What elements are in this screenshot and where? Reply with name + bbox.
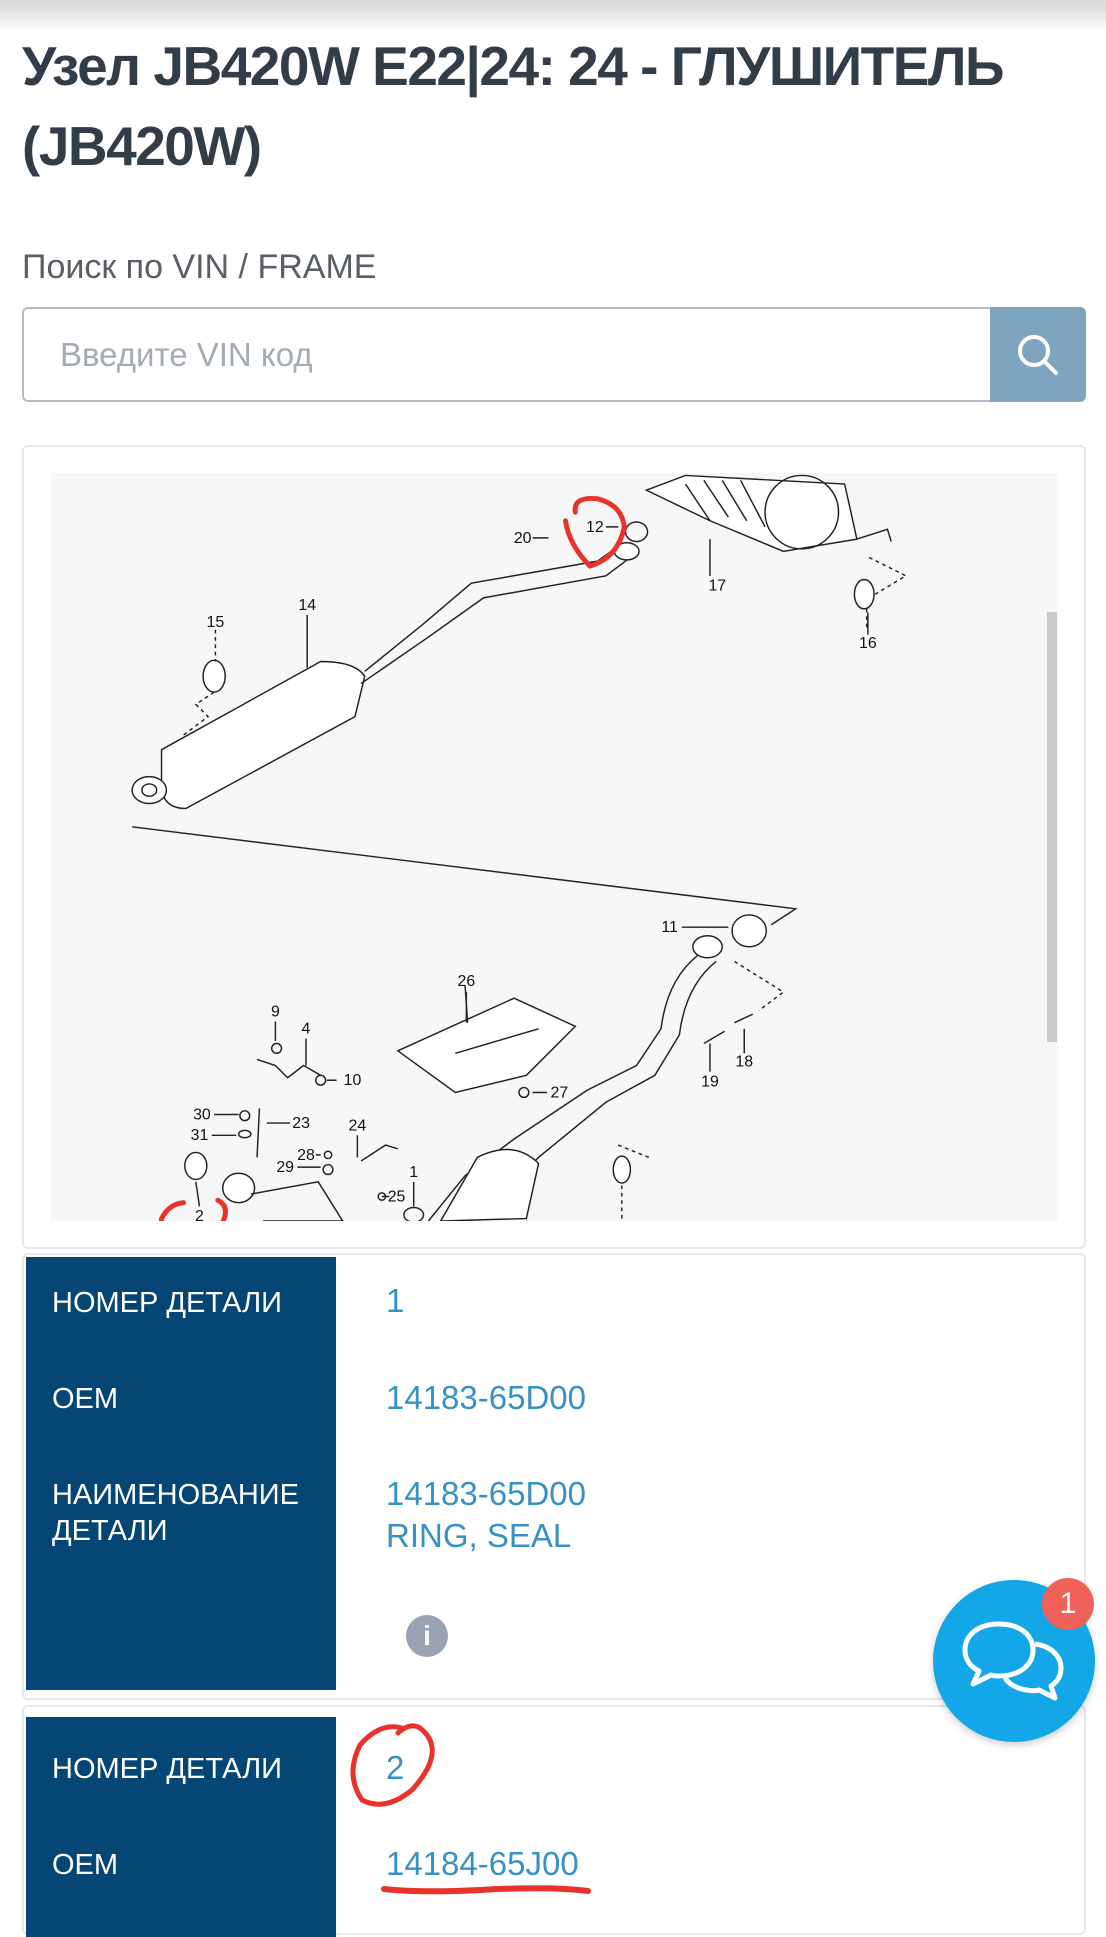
oem-label: OEM bbox=[52, 1849, 119, 1881]
part-card-2: НОМЕР ДЕТАЛИ 2 OEM 14184-65J00 bbox=[22, 1705, 1086, 1937]
oem-value[interactable]: 14183-65D00 bbox=[386, 1379, 586, 1416]
callout-25[interactable]: 25 bbox=[388, 1188, 406, 1205]
diagram-card bbox=[22, 445, 1086, 1249]
callout-27[interactable]: 27 bbox=[551, 1084, 569, 1101]
callout-15[interactable]: 15 bbox=[207, 614, 225, 631]
part-name-label: НАИМЕНОВАНИЕ ДЕТАЛИ bbox=[52, 1479, 299, 1547]
callout-10[interactable]: 10 bbox=[344, 1072, 362, 1089]
notification-badge: 1 bbox=[1042, 1578, 1094, 1630]
callout-19[interactable]: 19 bbox=[701, 1073, 719, 1090]
callout-23[interactable]: 23 bbox=[292, 1115, 310, 1132]
callout-31[interactable]: 31 bbox=[191, 1127, 209, 1144]
diagram-scrollbar[interactable] bbox=[1047, 612, 1057, 1042]
exhaust-diagram-drawing: 12 20 17 16 15 14 11 26 9 4 10 27 19 18 … bbox=[131, 474, 908, 1240]
label-column bbox=[26, 1717, 336, 1937]
callout-29[interactable]: 29 bbox=[276, 1159, 294, 1176]
callout-9[interactable]: 9 bbox=[271, 1004, 280, 1021]
callout-11[interactable]: 11 bbox=[661, 919, 678, 936]
vin-search-input[interactable] bbox=[22, 307, 990, 402]
info-icon[interactable]: i bbox=[406, 1615, 448, 1657]
callout-26[interactable]: 26 bbox=[458, 973, 476, 990]
page-title: Узел JB420W E22|24: 24 - ГЛУШИТЕЛЬ (JB42… bbox=[22, 35, 1005, 177]
search-label: Поиск по VIN / FRAME bbox=[22, 248, 377, 286]
part-card-1: НОМЕР ДЕТАЛИ 1 OEM 14183-65D00 НАИМЕНОВА… bbox=[22, 1253, 1086, 1700]
callout-30[interactable]: 30 bbox=[193, 1106, 211, 1123]
parts-diagram[interactable]: 12 20 17 16 15 14 11 26 9 4 10 27 19 18 … bbox=[51, 473, 1058, 1240]
top-shadow bbox=[0, 0, 1106, 34]
oem-label: OEM bbox=[52, 1383, 119, 1415]
callout-20[interactable]: 20 bbox=[514, 530, 532, 547]
part-number-value[interactable]: 1 bbox=[386, 1282, 405, 1319]
part-name-code[interactable]: 14183-65D00 bbox=[386, 1475, 586, 1512]
callout-12[interactable]: 12 bbox=[586, 519, 604, 536]
callout-1[interactable]: 1 bbox=[409, 1164, 418, 1181]
callout-14[interactable]: 14 bbox=[298, 597, 316, 614]
part-number-label: НОМЕР ДЕТАЛИ bbox=[52, 1753, 282, 1785]
callout-4[interactable]: 4 bbox=[302, 1021, 311, 1038]
oem-value[interactable]: 14184-65J00 bbox=[386, 1845, 579, 1882]
callout-28[interactable]: 28 bbox=[297, 1147, 315, 1164]
chat-bubbles-icon bbox=[962, 1621, 1064, 1701]
callout-16[interactable]: 16 bbox=[859, 635, 877, 652]
part-name-value: RING, SEAL bbox=[386, 1517, 572, 1554]
part-number-label: НОМЕР ДЕТАЛИ bbox=[52, 1287, 282, 1319]
callout-2[interactable]: 2 bbox=[195, 1208, 204, 1225]
search-icon bbox=[1018, 334, 1058, 375]
callout-18[interactable]: 18 bbox=[735, 1054, 753, 1071]
callout-17[interactable]: 17 bbox=[708, 578, 726, 595]
muffler bbox=[160, 660, 366, 810]
label-column bbox=[26, 1257, 336, 1690]
search-button[interactable] bbox=[990, 307, 1086, 402]
part-number-value[interactable]: 2 bbox=[386, 1749, 405, 1786]
callout-24[interactable]: 24 bbox=[349, 1117, 367, 1134]
